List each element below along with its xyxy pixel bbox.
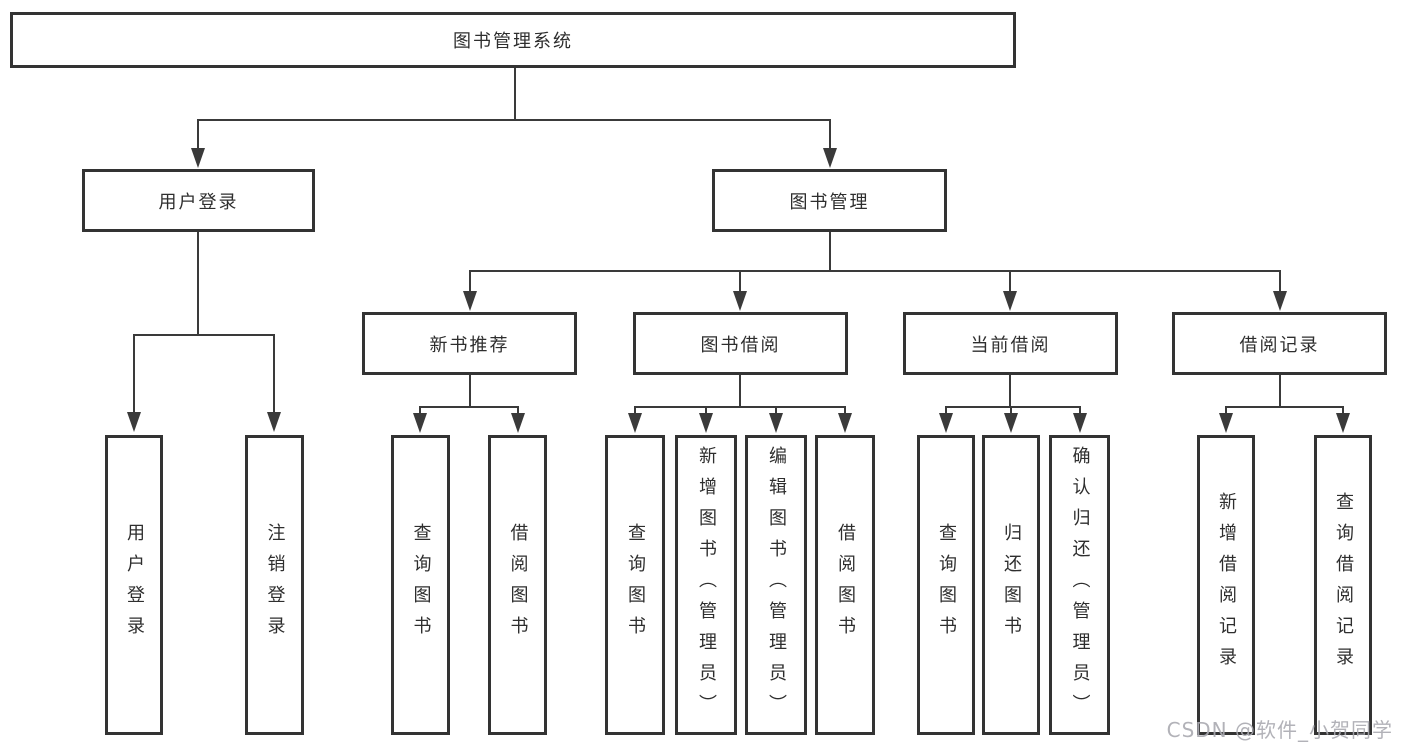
connector-line [1225,406,1344,408]
connector-line [1342,406,1344,415]
leaf-label: 新增借阅记录 [1216,492,1237,678]
leaf-user-login: 用户登录 [105,435,163,735]
connector-line [775,406,777,415]
connector-line [829,232,831,272]
connector-line [419,406,421,415]
node-user-login: 用户登录 [82,169,315,232]
arrowhead-down-icon [699,413,713,433]
leaf-label: 编辑图书（管理员） [766,445,787,725]
node-user-login-label: 用户登录 [158,191,239,213]
arrowhead-down-icon [769,413,783,433]
connector-line [1010,406,1012,415]
connector-line [514,66,516,120]
node-current-borrow-label: 当前借阅 [970,334,1051,356]
arrowhead-down-icon [1073,413,1087,433]
leaf-label: 查询图书 [410,523,432,647]
connector-line [133,334,135,413]
node-book-management-label: 图书管理 [789,191,870,213]
arrowhead-down-icon [1336,413,1350,433]
leaf-newbook-borrow-books: 借阅图书 [488,435,547,735]
connector-line [469,375,471,408]
leaf-label: 归还图书 [1001,523,1022,647]
connector-line [634,406,636,415]
connector-line [739,270,741,293]
arrowhead-down-icon [1003,291,1017,311]
arrowhead-down-icon [191,148,205,168]
arrowhead-down-icon [463,291,477,311]
connector-line [945,406,1081,408]
connector-line [419,406,519,408]
leaf-add-books-admin: 新增图书（管理员） [675,435,737,735]
connector-line [634,406,846,408]
arrowhead-down-icon [1219,413,1233,433]
connector-line [829,119,831,150]
connector-line [705,406,707,415]
connector-line [197,119,831,121]
node-current-borrow: 当前借阅 [903,312,1118,375]
node-book-borrow: 图书借阅 [633,312,848,375]
connector-line [197,119,199,150]
arrowhead-down-icon [939,413,953,433]
connector-line [1225,406,1227,415]
leaf-borrow-books: 借阅图书 [815,435,875,735]
node-borrow-records-label: 借阅记录 [1239,334,1320,356]
arrowhead-down-icon [267,412,281,432]
connector-line [945,406,947,415]
leaf-label: 用户登录 [124,523,145,647]
arrowhead-down-icon [511,413,525,433]
arrowhead-down-icon [1004,413,1018,433]
connector-line [469,270,1281,272]
connector-line [197,232,199,336]
leaf-confirm-return-admin: 确认归还（管理员） [1049,435,1110,735]
arrowhead-down-icon [127,412,141,432]
connector-line [1279,270,1281,293]
leaf-newbook-query-books: 查询图书 [391,435,450,735]
connector-line [273,334,275,413]
node-root: 图书管理系统 [10,12,1016,68]
connector-line [469,270,471,293]
arrowhead-down-icon [838,413,852,433]
connector-line [133,334,275,336]
arrowhead-down-icon [1273,291,1287,311]
leaf-label: 查询图书 [936,523,957,647]
leaf-add-borrow-record: 新增借阅记录 [1197,435,1255,735]
connector-line [844,406,846,415]
leaf-label: 注销登录 [264,523,286,647]
connector-line [517,406,519,415]
arrowhead-down-icon [628,413,642,433]
arrowhead-down-icon [733,291,747,311]
connector-line [1009,375,1011,408]
leaf-label: 查询图书 [625,523,646,647]
node-book-management: 图书管理 [712,169,947,232]
node-borrow-records: 借阅记录 [1172,312,1387,375]
leaf-return-books: 归还图书 [982,435,1040,735]
leaf-edit-books-admin: 编辑图书（管理员） [745,435,807,735]
leaf-label: 借阅图书 [835,523,856,647]
connector-line [739,375,741,408]
leaf-logout: 注销登录 [245,435,304,735]
arrowhead-down-icon [823,148,837,168]
leaf-query-borrow-record: 查询借阅记录 [1314,435,1372,735]
leaf-label: 新增图书（管理员） [696,445,717,725]
node-new-book-recommend-label: 新书推荐 [429,334,510,356]
node-root-label: 图书管理系统 [453,31,573,52]
leaf-label: 确认归还（管理员） [1069,445,1091,725]
connector-line [1279,375,1281,408]
leaf-label: 借阅图书 [507,523,529,647]
connector-line [1009,270,1011,293]
leaf-current-query-books: 查询图书 [917,435,975,735]
node-book-borrow-label: 图书借阅 [700,334,781,356]
node-new-book-recommend: 新书推荐 [362,312,577,375]
leaf-label: 查询借阅记录 [1333,492,1354,678]
arrowhead-down-icon [413,413,427,433]
csdn-watermark: CSDN @软件_小贺同学 [1166,718,1393,742]
connector-line [1079,406,1081,415]
leaf-borrow-query-books: 查询图书 [605,435,665,735]
